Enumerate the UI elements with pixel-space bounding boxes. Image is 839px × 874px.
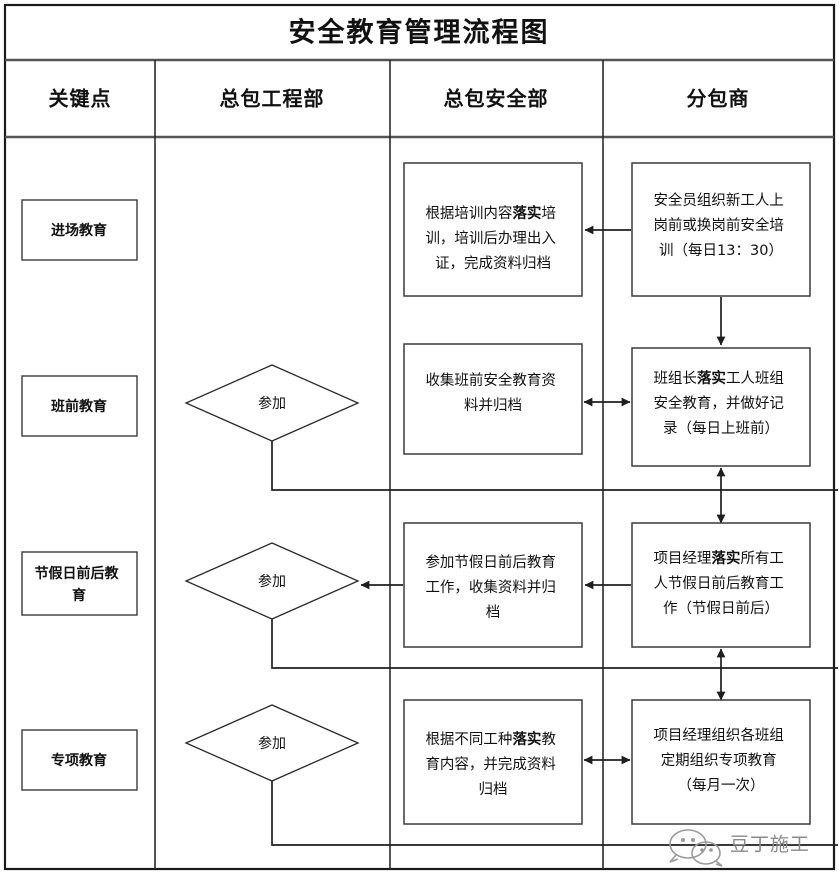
- safety-text-2: 收集班前安全教育资 料并归档: [425, 371, 560, 414]
- wechat-tail-right-icon: [715, 860, 723, 867]
- safety-box-4: [403, 699, 583, 825]
- key-point-label-4: 专项教育: [51, 752, 107, 769]
- column-header-key-point: 关键点: [49, 87, 112, 111]
- wechat-eye-2-icon: [691, 838, 695, 842]
- column-header-gc-eng: 总包工程部: [220, 87, 325, 111]
- wechat-tail-left-icon: [669, 854, 679, 863]
- sub-box-2: [631, 347, 811, 467]
- wechat-eye-3-icon: [700, 848, 704, 852]
- key-point-box-4: [21, 729, 138, 791]
- sub-box-1: [631, 162, 811, 297]
- gc-diamond-label-4: 参加: [258, 735, 286, 752]
- key-point-label-1: 进场教育: [51, 222, 107, 239]
- safety-box-2: [403, 343, 583, 455]
- wechat-logo-icon: [669, 829, 707, 859]
- key-point-label-2: 班前教育: [51, 398, 107, 415]
- wechat-eye-4-icon: [709, 848, 713, 852]
- watermark: 豆丁施工: [669, 829, 810, 867]
- safety-text-1: 根据培训内容落实培 训，培训后办理出入 证，完成资料归档: [425, 204, 560, 272]
- key-point-box-2: [21, 375, 138, 437]
- safety-box-3: [403, 522, 583, 648]
- sub-box-3: [631, 522, 811, 648]
- sub-text-1: 安全员组织新工人上 岗前或换岗前安全培 训（每日13：30）: [653, 191, 788, 259]
- wechat-bubble-icon: [691, 841, 721, 865]
- watermark-label: 豆丁施工: [730, 834, 810, 856]
- safety-text-4: 根据不同工种落实教 育内容，并完成资料 归档: [425, 730, 560, 798]
- sub-text-4: 项目经理组织各班组 定期组织专项教育 （每月一次）: [653, 727, 788, 794]
- column-header-gc-safety: 总包安全部: [444, 87, 549, 111]
- gc-diamond-label-3: 参加: [258, 573, 286, 590]
- sub-box-4: [631, 699, 811, 825]
- link-diamond3-right: [271, 619, 838, 669]
- outer-frame: [3, 3, 836, 871]
- gc-diamond-label-2: 参加: [258, 395, 286, 412]
- column-header-sub: 分包商: [687, 87, 750, 111]
- safety-box-1: [403, 162, 583, 297]
- key-point-box-3: [21, 551, 138, 616]
- sub-text-3: 项目经理落实所有工 人节假日前后教育工 作（节假日前后）: [653, 549, 788, 617]
- key-point-label-3: 节假日前后教 育: [35, 565, 124, 604]
- link-diamond4-right: [271, 781, 838, 846]
- safety-text-3: 参加节假日前后教育 工作，收集资料并归 档: [425, 554, 560, 621]
- sub-text-2: 班组长落实工人班组 安全教育，并做好记 录（每日上班前）: [653, 369, 788, 437]
- wechat-eye-1-icon: [681, 838, 685, 842]
- link-diamond2-right: [271, 441, 838, 491]
- key-point-box-1: [21, 199, 138, 261]
- page-title: 安全教育管理流程图: [289, 17, 550, 49]
